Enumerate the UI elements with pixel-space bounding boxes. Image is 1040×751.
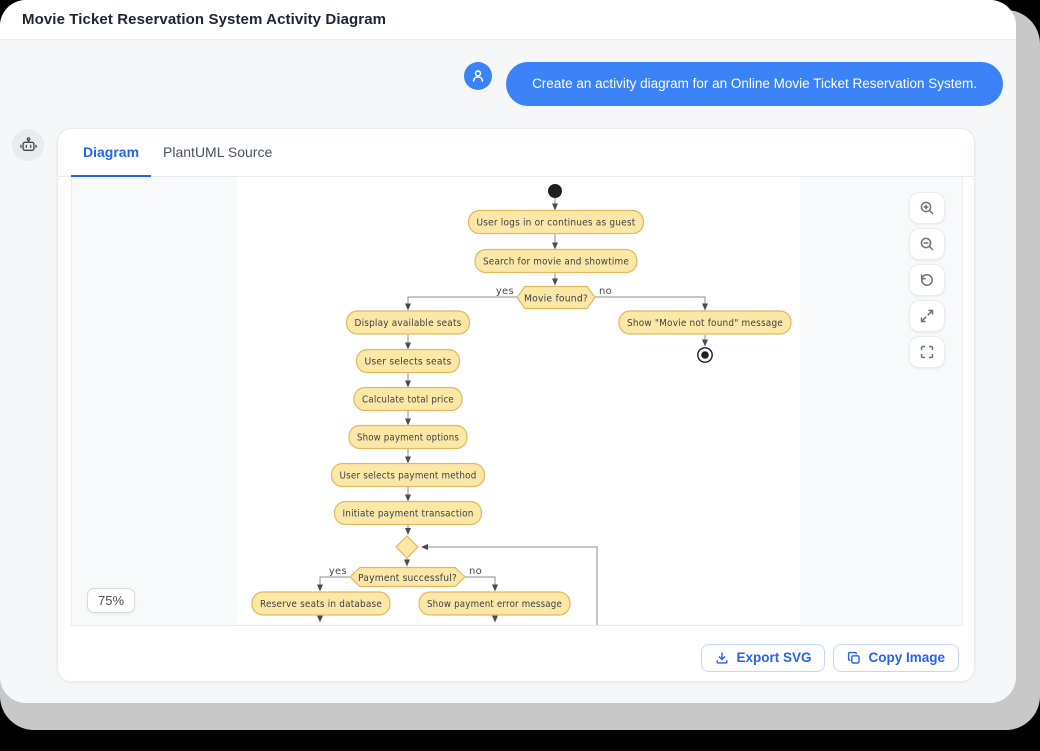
zoom-out-icon	[920, 237, 934, 251]
expand-button[interactable]	[909, 300, 945, 332]
export-svg-button[interactable]: Export SVG	[701, 643, 826, 672]
activity-calc-price-label: Calculate total price	[362, 395, 454, 406]
app-window: Movie Ticket Reservation System Activity…	[0, 0, 1016, 703]
edge-label-no: no	[599, 286, 612, 297]
card-footer: Export SVG Copy Image	[58, 626, 974, 683]
activity-select-payment	[330, 462, 486, 488]
tab-diagram[interactable]: Diagram	[71, 129, 152, 177]
decision-payment-successful-label: Payment successful?	[358, 573, 457, 584]
activity-payment-error-label: Show payment error message	[427, 599, 562, 610]
diagram-canvas: yes no yes no	[237, 177, 800, 625]
tab-plantuml-source[interactable]: PlantUML Source	[163, 144, 273, 160]
titlebar: Movie Ticket Reservation System Activity…	[0, 0, 1016, 40]
activity-login	[467, 209, 645, 235]
activity-select-seats	[355, 348, 461, 374]
fullscreen-button[interactable]	[909, 336, 945, 368]
diagram-card: Diagram PlantUML Source	[57, 128, 975, 682]
robot-icon	[19, 136, 37, 151]
copy-icon	[848, 651, 861, 664]
activity-initiate-payment	[333, 500, 483, 526]
zoom-in-button[interactable]	[909, 192, 945, 224]
diagram-edges	[317, 198, 708, 625]
edge-label-no: no	[469, 566, 482, 577]
activity-nodes	[251, 209, 792, 616]
activity-not-found	[618, 310, 792, 335]
activity-payment-error	[418, 591, 571, 616]
zoom-controls	[909, 192, 945, 368]
decision-movie-found	[516, 285, 596, 310]
user-message-row: Create an activity diagram for an Online…	[464, 62, 1003, 106]
reset-view-button[interactable]	[909, 264, 945, 296]
activity-reserve-seats	[251, 591, 391, 616]
user-message-bubble: Create an activity diagram for an Online…	[506, 62, 1003, 106]
copy-image-label: Copy Image	[868, 650, 945, 665]
edge-label-yes: yes	[329, 566, 347, 577]
reset-view-icon	[920, 274, 933, 286]
activity-select-seats-label: User selects seats	[365, 357, 452, 368]
expand-icon	[920, 309, 934, 323]
decision-movie-found-label: Movie found?	[524, 294, 588, 305]
fullscreen-icon	[920, 345, 934, 359]
activity-not-found-label: Show "Movie not found" message	[627, 318, 783, 329]
activity-calc-price	[353, 386, 463, 412]
end-node	[697, 347, 713, 363]
activity-display-seats	[345, 310, 471, 335]
edge-label-yes: yes	[496, 286, 514, 297]
copy-image-button[interactable]: Copy Image	[833, 643, 959, 672]
activity-search-label: Search for movie and showtime	[483, 257, 629, 268]
merge-node	[395, 535, 419, 559]
activity-payment-options-label: Show payment options	[357, 433, 459, 444]
activity-payment-options	[348, 424, 468, 450]
diagram-viewport[interactable]: yes no yes no	[71, 177, 963, 626]
activity-reserve-seats-label: Reserve seats in database	[260, 599, 382, 610]
tab-bar: Diagram PlantUML Source	[58, 129, 974, 177]
zoom-level-badge: 75%	[87, 588, 136, 613]
activity-search	[474, 248, 638, 274]
page-title: Movie Ticket Reservation System Activity…	[22, 11, 387, 28]
export-svg-label: Export SVG	[736, 650, 812, 665]
activity-select-payment-label: User selects payment method	[340, 471, 477, 482]
start-node	[548, 184, 562, 198]
download-icon	[716, 651, 728, 664]
user-icon	[472, 70, 484, 82]
activity-initiate-payment-label: Initiate payment transaction	[343, 509, 474, 520]
zoom-out-button[interactable]	[909, 228, 945, 260]
zoom-in-icon	[920, 201, 934, 215]
user-avatar	[464, 62, 493, 90]
activity-diagram: yes no yes no	[251, 184, 792, 625]
assistant-avatar	[12, 129, 44, 161]
decision-payment-successful	[349, 566, 466, 588]
activity-login-label: User logs in or continues as guest	[477, 218, 636, 229]
activity-display-seats-label: Display available seats	[355, 318, 462, 329]
